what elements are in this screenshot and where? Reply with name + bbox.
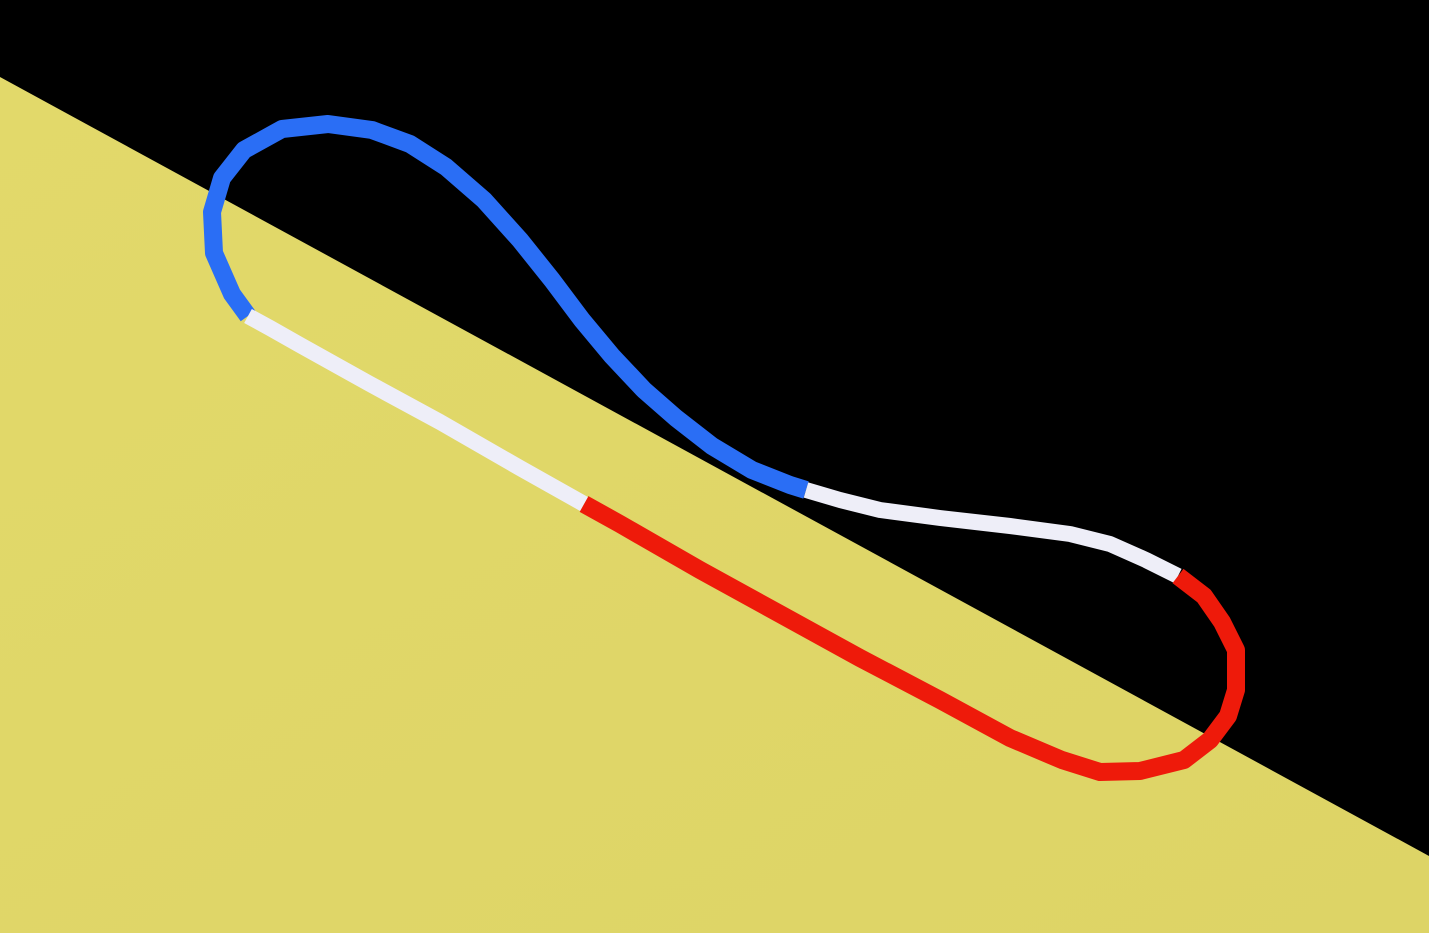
ground-plane bbox=[0, 77, 1429, 933]
loop-segment-red bbox=[579, 496, 1245, 781]
loop-segment-white-upper bbox=[803, 482, 1182, 584]
loop-segment-white-lower bbox=[244, 308, 588, 511]
loop-segment-blue bbox=[203, 115, 809, 499]
